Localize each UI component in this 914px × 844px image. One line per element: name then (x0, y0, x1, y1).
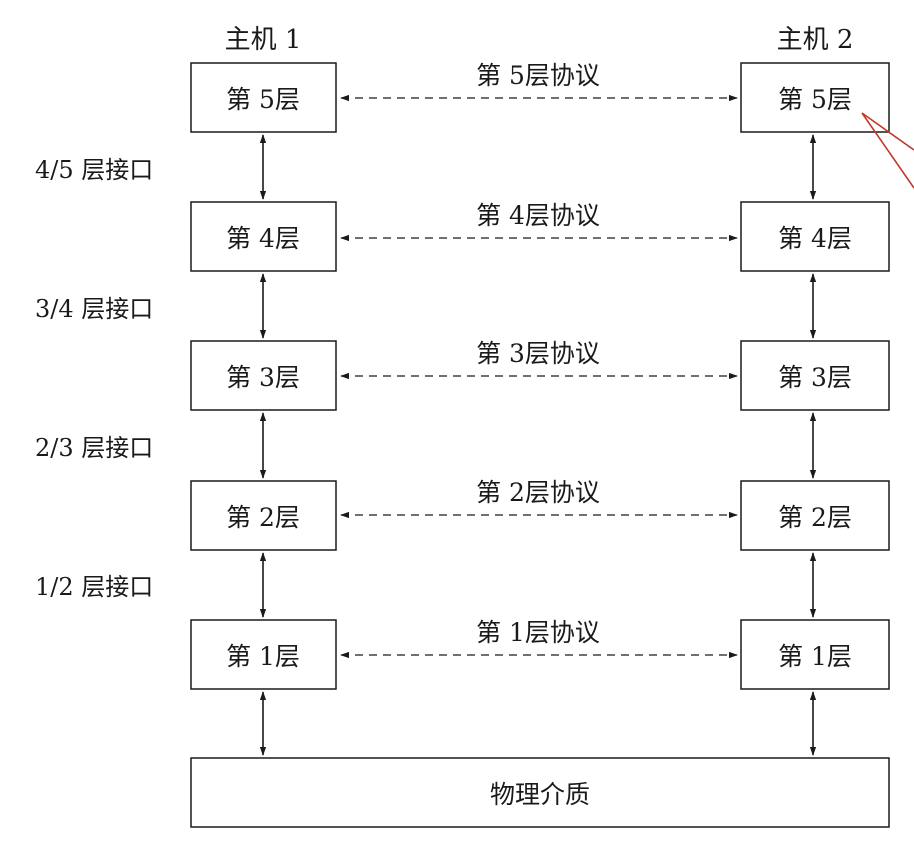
host1-layer1-box (190, 619, 337, 690)
host2-layer4-box (740, 201, 890, 272)
host2-layer2-box (740, 480, 890, 551)
host2-layer5-label: 第 5层 (778, 85, 852, 114)
physical-medium-box (190, 757, 890, 828)
interface-2-3-label: 2/3 层接口 (35, 434, 153, 462)
host1-title: 主机 1 (225, 25, 302, 55)
host2-title: 主机 2 (777, 25, 854, 55)
host2-layer1-box (740, 619, 890, 690)
layer5-protocol-label: 第 5层协议 (476, 61, 600, 90)
host1-layer2-box (190, 480, 337, 551)
host2-layer1-label: 第 1层 (778, 642, 852, 671)
interface-4-5-label: 4/5 层接口 (35, 156, 153, 184)
physical-medium-label: 物理介质 (490, 780, 590, 809)
host2-layer4-label: 第 4层 (778, 224, 852, 253)
host1-layer2-label: 第 2层 (226, 503, 300, 532)
layer3-protocol-label: 第 3层协议 (476, 339, 600, 368)
layer1-protocol-label: 第 1层协议 (476, 618, 600, 647)
host2-layer3-label: 第 3层 (778, 363, 852, 392)
host1-layer4-box (190, 201, 337, 272)
layer2-protocol-label: 第 2层协议 (476, 478, 600, 507)
host2-layer3-box (740, 340, 890, 411)
host1-layer3-box (190, 340, 337, 411)
interface-3-4-label: 3/4 层接口 (35, 295, 153, 323)
host1-layer1-label: 第 1层 (226, 642, 300, 671)
layer4-protocol-label: 第 4层协议 (476, 201, 600, 230)
host2-layer5-box (740, 62, 890, 133)
host1-layer5-label: 第 5层 (226, 85, 300, 114)
host1-layer5-box (190, 62, 337, 133)
host2-layer2-label: 第 2层 (778, 503, 852, 532)
host1-layer3-label: 第 3层 (226, 363, 300, 392)
interface-1-2-label: 1/2 层接口 (35, 573, 153, 601)
host1-layer4-label: 第 4层 (226, 224, 300, 253)
callout-pointer (861, 112, 914, 189)
